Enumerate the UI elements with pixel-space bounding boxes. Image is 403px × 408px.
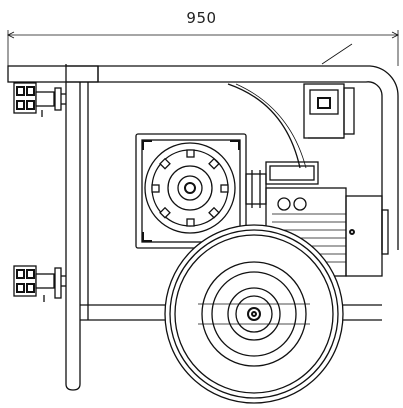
dimension-line [7,30,399,66]
lower-clamp [13,265,66,302]
upper-clamp [13,82,66,117]
frame-rails [65,82,382,391]
dimension-width-label: 950 [186,9,217,27]
handle-frame [7,64,399,250]
hose-arc [227,83,301,169]
leader-line [321,43,353,65]
electrical-box [303,83,355,139]
coupling [245,170,267,208]
wheel [164,224,344,404]
